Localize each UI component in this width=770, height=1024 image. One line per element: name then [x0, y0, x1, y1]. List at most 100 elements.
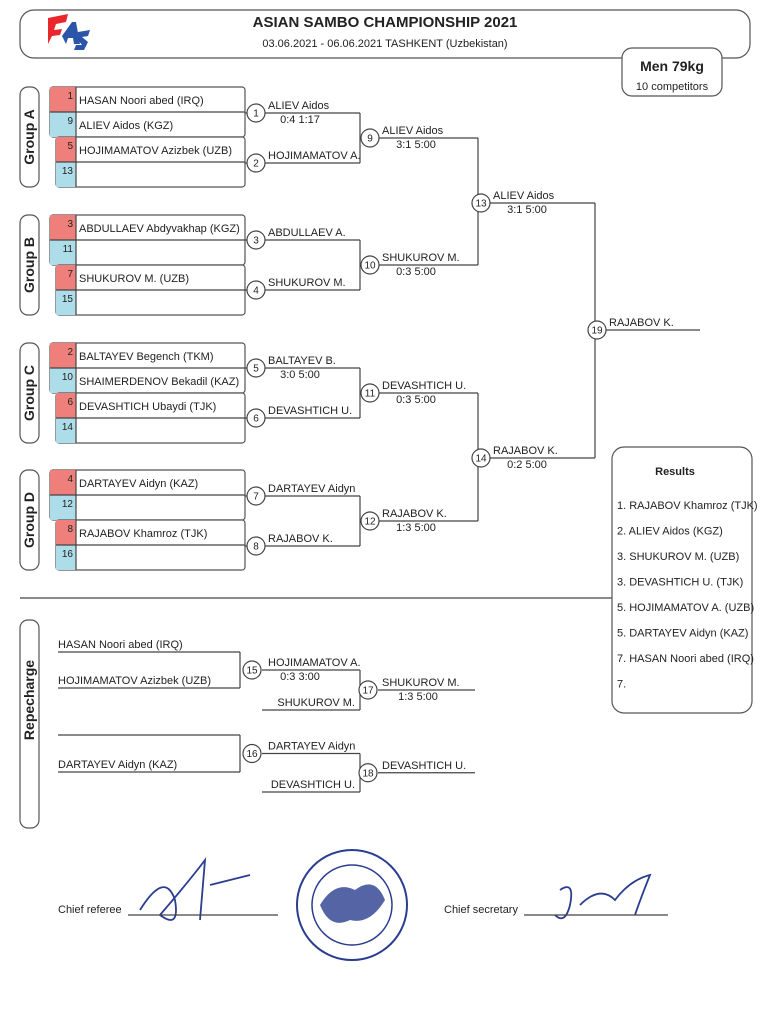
match-m3: 3 ABDULLAEV A.	[245, 227, 360, 250]
match-number-circle	[471, 193, 491, 213]
match-m9: 9 ALIEV Aidos 3:1 5:00	[360, 125, 478, 151]
match-number: 12	[364, 517, 376, 528]
match-winner: BALTAYEV B.	[268, 355, 336, 367]
red-seed-cell	[56, 520, 76, 545]
match-number-circle	[587, 320, 607, 340]
header-box	[19, 9, 751, 59]
match-m5: 5 BALTAYEV B. 3:0 5:00	[245, 355, 360, 381]
match-score: 0:3 5:00	[396, 394, 436, 406]
group-label-repechage	[19, 619, 40, 829]
group-label-box	[19, 469, 40, 571]
group-label: Group A	[21, 109, 37, 164]
match-number-circle	[360, 255, 380, 275]
match-number: 3	[253, 236, 259, 247]
match-winner: RAJABOV K.	[493, 445, 558, 457]
match-score: 0:3 5:00	[396, 266, 436, 278]
repechage-opponent: SHUKUROV M.	[277, 697, 355, 709]
match-winner: DARTAYEV Aidyn	[268, 483, 355, 495]
match-number-circle	[246, 280, 266, 300]
match-number-circle	[246, 408, 266, 428]
red-seed-cell	[56, 137, 76, 162]
bronze-winner: DEVASHTICH U.	[382, 760, 466, 772]
match-winner: ALIEV Aidos	[493, 190, 555, 202]
repechage-competitor: DARTAYEV Aidyn (KAZ)	[58, 759, 177, 771]
match-winner: RAJABOV K.	[382, 508, 447, 520]
group-label: Group B	[21, 237, 37, 293]
match-winner: ALIEV Aidos	[382, 125, 444, 137]
event-subtitle: 03.06.2021 - 06.06.2021 TASHKENT (Uzbeki…	[262, 38, 507, 50]
group-label-box	[19, 342, 40, 444]
event-title: ASIAN SAMBO CHAMPIONSHIP 2021	[253, 14, 518, 31]
match-score: 0:4 1:17	[280, 114, 320, 126]
bronze-winner: SHUKUROV M.	[382, 677, 460, 689]
result-item: 1. RAJABOV Khamroz (TJK)	[617, 500, 758, 512]
seed-number: 2	[67, 347, 73, 358]
blue-seed-cell	[50, 368, 76, 393]
match-number-circle	[246, 358, 266, 378]
blue-seed-cell	[56, 545, 76, 570]
match-number: 11	[365, 389, 376, 400]
match-winner: ALIEV Aidos	[268, 100, 330, 112]
blue-seed-cell	[56, 162, 76, 187]
result-item: 5. HOJIMAMATOV A. (UZB)	[617, 602, 754, 614]
seed-number: 12	[62, 499, 74, 510]
seed-number: 16	[62, 549, 74, 560]
result-item: 7. HASAN Noori abed (IRQ)	[617, 653, 754, 665]
match-winner: SHUKUROV M.	[268, 277, 346, 289]
match-number: 9	[367, 134, 373, 145]
blue-seed-cell	[56, 290, 76, 315]
match-number: 6	[253, 414, 259, 425]
competitor-name: DEVASHTICH Ubaydi (TJK)	[79, 401, 216, 413]
match-number-circle	[242, 660, 262, 680]
seed-number: 10	[62, 372, 74, 383]
group-label-box	[19, 214, 40, 316]
seed-number: 11	[63, 244, 74, 255]
match-score: 3:0 5:00	[280, 369, 320, 381]
match-winner: DEVASHTICH U.	[268, 405, 352, 417]
competitor-name: BALTAYEV Begench (TKM)	[79, 351, 214, 363]
result-item: 5. DARTAYEV Aidyn (KAZ)	[617, 628, 748, 640]
result-item: 3. SHUKUROV M. (UZB)	[617, 551, 739, 563]
red-seed-cell	[50, 470, 76, 495]
match-score: 3:1 5:00	[396, 139, 436, 151]
seed-number: 15	[62, 294, 74, 305]
group-label: Group C	[21, 365, 37, 421]
results-title: Results	[655, 466, 695, 478]
competitor-name: SHAIMERDENOV Bekadil (KAZ)	[79, 376, 239, 388]
match-score: 0:3 3:00	[280, 671, 320, 683]
association-stamp	[296, 849, 408, 961]
match-number: 13	[475, 199, 487, 210]
seed-number: 9	[67, 116, 73, 127]
chief-referee-label: Chief referee	[58, 904, 122, 916]
blue-seed-cell	[50, 495, 76, 520]
match-winner: DARTAYEV Aidyn	[268, 741, 355, 753]
category-name: Men 79kg	[640, 58, 704, 74]
red-seed-cell	[50, 215, 76, 240]
match-m6: 6 DEVASHTICH U.	[245, 405, 360, 428]
match-number: 14	[475, 454, 487, 465]
blue-seed-cell	[50, 112, 76, 137]
match-number-circle	[246, 486, 266, 506]
match-winner: ABDULLAEV A.	[268, 227, 346, 239]
results-box	[611, 446, 753, 714]
match-winner: DEVASHTICH U.	[382, 380, 466, 392]
match-number-circle	[246, 103, 266, 123]
match-number-circle	[246, 230, 266, 250]
match-score: 1:3 5:00	[396, 522, 436, 534]
match-m11: 11 DEVASHTICH U. 0:3 5:00	[360, 380, 478, 406]
blue-seed-cell	[50, 240, 76, 265]
group-label-box	[19, 86, 40, 188]
match-number: 5	[253, 364, 259, 375]
group-c: Group C 2 BALTAYEV Begench (TKM) 10 SHAIMERD…	[19, 342, 246, 444]
match-number-circle	[246, 536, 266, 556]
seed-number: 1	[67, 91, 73, 102]
